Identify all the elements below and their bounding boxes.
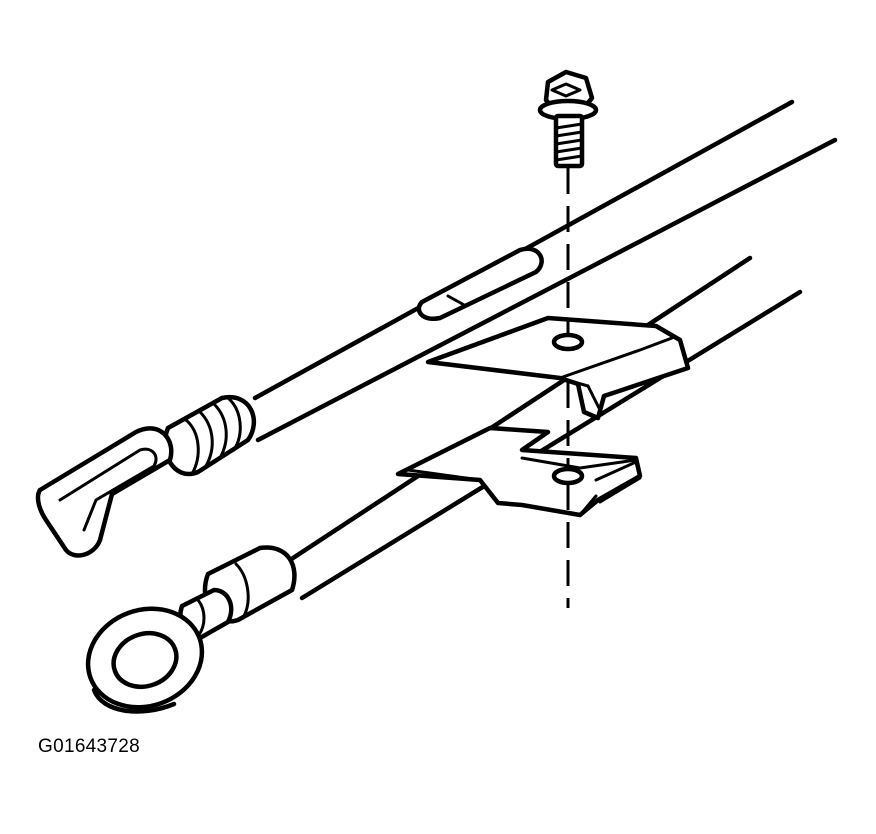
flare-nut-fitting [35,246,544,558]
lower-brake-pipe [287,255,803,601]
lower-bolt-hole [551,466,585,486]
figure-id-label: G01643728 [38,736,141,757]
eye-fitting [85,545,297,714]
upper-bracket [425,315,691,421]
mounting-bolt [537,69,599,169]
lower-bracket [395,425,643,518]
upper-bolt-hole [551,332,585,352]
upper-brake-pipe [252,99,838,443]
